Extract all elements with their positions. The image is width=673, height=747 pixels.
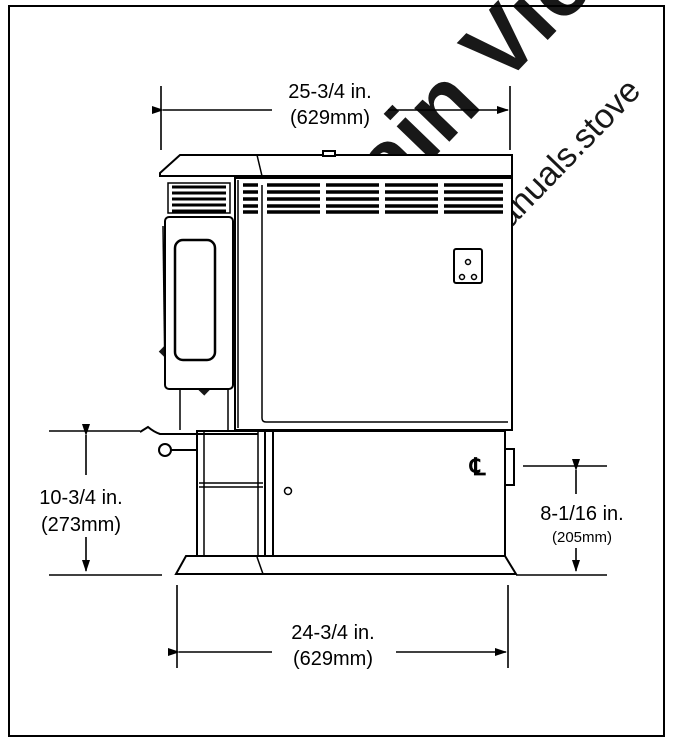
dimension-lines <box>49 86 607 668</box>
right-height-metric: (205mm) <box>552 529 612 546</box>
rear-louvers <box>167 182 231 214</box>
lever-handle <box>139 425 258 435</box>
right-height-imperial: 8-1/16 in. <box>540 503 623 525</box>
top-width-imperial: 25-3/4 in. <box>288 81 371 103</box>
stove-top-cap <box>159 154 513 177</box>
left-height-metric: (273mm) <box>41 514 121 536</box>
door-knob <box>283 486 293 496</box>
stove-drawing <box>139 150 518 575</box>
control-box <box>453 248 483 284</box>
left-height-imperial: 10-3/4 in. <box>39 487 122 509</box>
stove-lower-body <box>264 430 506 557</box>
top-width-metric: (629mm) <box>290 107 370 129</box>
stove-side-panel <box>234 177 513 431</box>
bottom-width-imperial: 24-3/4 in. <box>291 622 374 644</box>
top-grille <box>243 183 503 214</box>
bottom-width-metric: (629mm) <box>293 648 373 670</box>
centerline-symbol: ℄ <box>469 454 486 481</box>
stove-base <box>174 555 518 575</box>
rear-outlet-box <box>504 448 515 486</box>
